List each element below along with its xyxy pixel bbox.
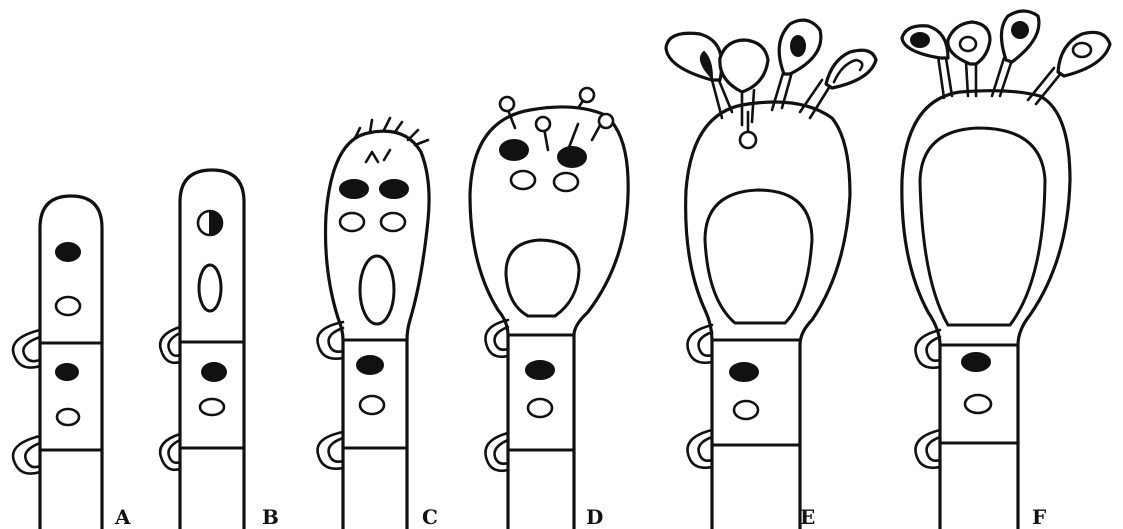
stage-b-nucleus-dark [202, 363, 226, 381]
stage-e-clamp-connection [699, 437, 712, 461]
stage-d-clamp-connection [485, 320, 508, 357]
stage-c-nucleus-light [340, 213, 364, 231]
stage-e-basidiospore [720, 40, 768, 92]
stage-e-spore-nucleus [791, 36, 805, 56]
stage-d-nucleus-dark [500, 140, 528, 160]
stage-d-clamp-connection [495, 327, 508, 350]
stage-e-clamp-connection [699, 332, 712, 356]
stage-a-nucleus-light [56, 297, 80, 315]
stage-b-clamp-connection [168, 333, 180, 356]
stage-a-nucleus-dark [56, 364, 78, 380]
stage-b-clamp-connection [160, 327, 180, 363]
stage-e-basidiospore [666, 33, 722, 80]
stage-e-nucleus-dark [730, 363, 758, 381]
stage-f-vacuole [920, 128, 1045, 325]
stage-f-clamp-connection [927, 337, 940, 361]
stage-label-e: E [800, 505, 815, 529]
stage-f-nucleus-light [965, 395, 991, 413]
stage-d-spore-initial [580, 88, 594, 102]
stage-c-clamp-connection [329, 438, 343, 462]
stage-f: F [902, 11, 1110, 529]
stage-a-clamp-connection [23, 337, 40, 361]
stage-c-nucleus-light [360, 396, 384, 414]
stage-a: A [13, 196, 131, 529]
stage-label-f: F [1032, 505, 1046, 529]
stage-d-clamp-connection [495, 440, 508, 464]
stage-d-nucleus-light [554, 173, 578, 191]
stage-d-nucleus-dark [526, 361, 554, 379]
stage-d-nucleus-light [511, 171, 535, 189]
stage-e-spore-migrating [740, 132, 756, 148]
stage-c-clamp-connection [318, 322, 343, 359]
stage-b-vacuole [199, 265, 221, 311]
stage-label-c: C [422, 505, 438, 529]
stage-label-b: B [262, 505, 279, 529]
stage-d-vacuole [506, 240, 579, 316]
stage-d-clamp-connection [485, 433, 508, 471]
stage-d-nucleus-dark [558, 147, 586, 167]
stage-d-spore-initial [536, 117, 550, 131]
stage-label-d: D [586, 505, 603, 529]
stage-a-nucleus-dark [56, 243, 80, 261]
stage-d-basidium [470, 107, 628, 529]
stage-f-clamp-connection [927, 437, 940, 461]
stage-a-clamp-connection [25, 443, 40, 467]
stage-e: E [666, 20, 876, 529]
stage-c-nucleus-dark [340, 180, 368, 198]
stage-d-spore-initial [500, 97, 514, 111]
stage-c-nucleus-light [381, 213, 405, 231]
stage-e-vacuole [705, 190, 812, 323]
stage-b-nucleus-light [200, 399, 224, 415]
stage-label-a: A [114, 505, 131, 529]
stage-c-clamp-connection [318, 432, 343, 469]
stage-a-nucleus-light [57, 409, 79, 425]
stage-d: D [470, 88, 628, 529]
stage-c-nucleus-dark [357, 356, 383, 374]
stage-f-spore-nucleus [1073, 43, 1091, 57]
stage-f-nucleus-dark [962, 353, 990, 371]
stage-f-spore-nucleus [960, 37, 976, 51]
stage-f-spore-nucleus [1012, 22, 1028, 38]
stage-d-nucleus-light [528, 399, 552, 417]
stage-b-clamp-connection [160, 434, 180, 470]
stage-f-spore-nucleus [911, 33, 929, 47]
stage-e-nucleus-light [734, 401, 758, 419]
stage-d-spore-initial [599, 114, 613, 128]
stage-b: B [160, 170, 279, 529]
stage-b-clamp-connection [168, 440, 180, 463]
stage-c-nucleus-dark [380, 180, 408, 198]
stage-c: C [318, 118, 438, 529]
stage-c-vacuole [360, 256, 394, 324]
